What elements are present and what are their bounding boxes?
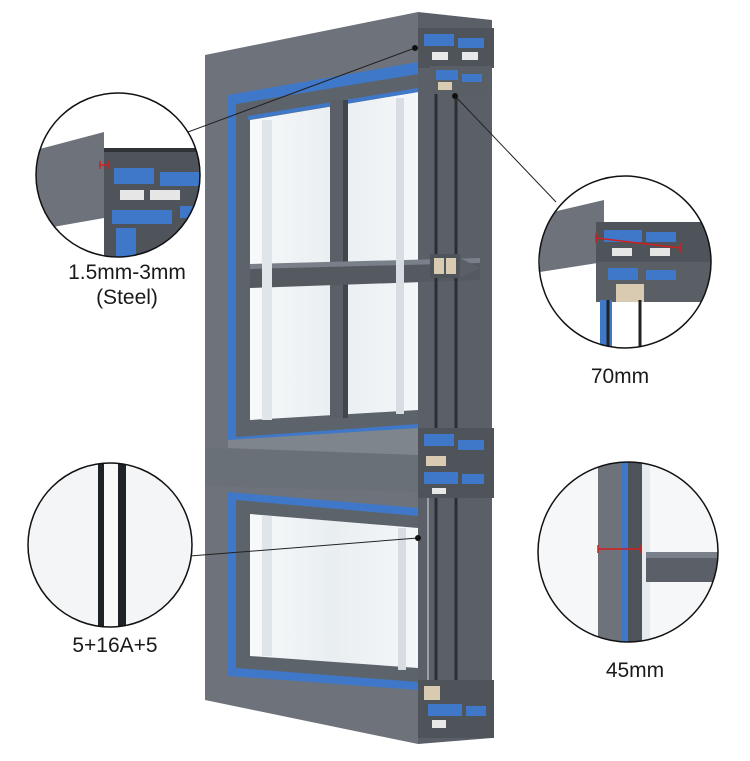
measure-mark-70mm xyxy=(595,233,681,253)
leader-line-steel xyxy=(187,47,416,133)
profile-section-top xyxy=(418,28,494,94)
profile-section-middle xyxy=(418,428,494,498)
leader-line-70mm xyxy=(454,95,557,203)
leader-dot-steel xyxy=(412,45,418,51)
measure-mark-steel xyxy=(99,161,109,169)
detail-circle-70mm xyxy=(538,175,712,349)
profile-section-bottom xyxy=(418,680,494,738)
leader-dot-70mm xyxy=(452,93,458,99)
upper-grille-vertical xyxy=(330,100,344,418)
leader-line-glazing xyxy=(189,537,419,557)
label-frame-width: 45mm xyxy=(605,659,665,682)
middle-transom xyxy=(205,448,418,492)
detail-circle-45mm xyxy=(537,461,719,643)
upper-sash-stile-left xyxy=(262,120,272,420)
label-profile-thickness: 1.5mm-3mm (Steel) xyxy=(42,260,212,310)
upper-sash-stile-right xyxy=(396,98,404,414)
detail-circle-glazing xyxy=(27,462,193,628)
upper-grille-horizontal xyxy=(250,262,480,288)
upper-grille-horizontal-top xyxy=(250,258,480,269)
lower-glass xyxy=(250,514,418,668)
detail-circle-steel xyxy=(35,92,201,258)
profile-section-grille xyxy=(430,254,480,278)
leader-dot-glazing xyxy=(415,535,421,541)
profile-thickness-value: 1.5mm-3mm xyxy=(68,261,186,284)
upper-grille-vertical-shade xyxy=(343,100,348,418)
measure-mark-45mm xyxy=(597,545,641,553)
label-glazing: 5+16A+5 xyxy=(72,634,158,657)
leader-lines xyxy=(187,47,557,557)
lower-sash-stile-right xyxy=(398,528,406,670)
profile-material-value: (Steel) xyxy=(96,286,158,309)
lower-sash-stile-left xyxy=(262,516,272,656)
middle-transom-top xyxy=(228,428,418,455)
window-frame xyxy=(205,12,494,744)
label-frame-depth: 70mm xyxy=(590,365,650,388)
